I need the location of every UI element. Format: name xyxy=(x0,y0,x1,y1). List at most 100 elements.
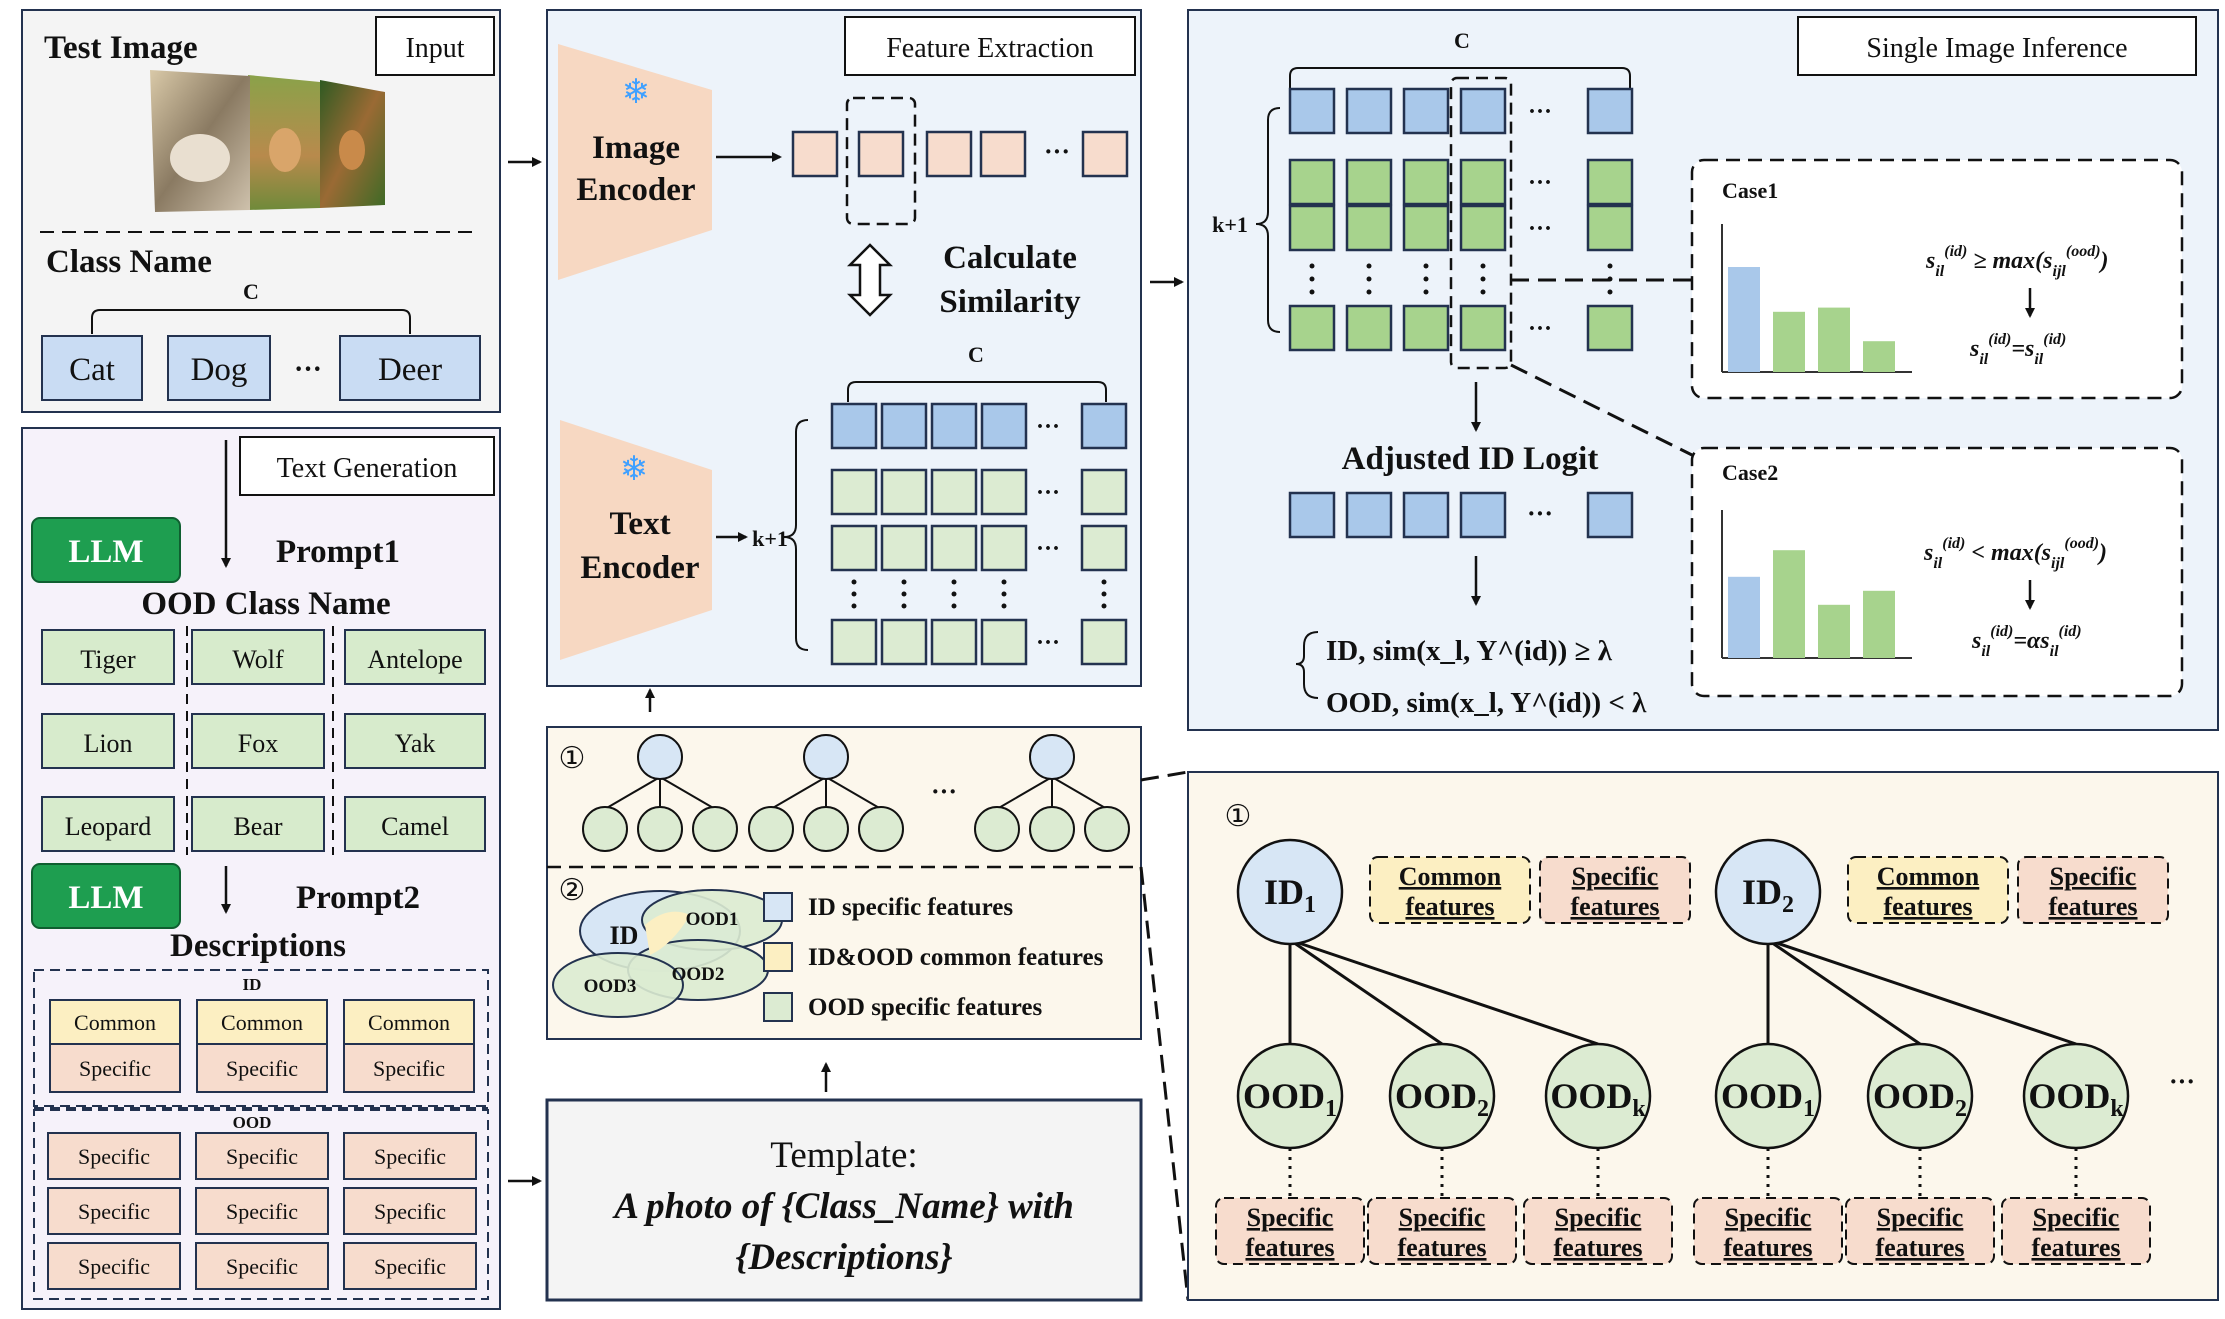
text-feature-cell xyxy=(830,524,878,572)
class-ellipsis: ··· xyxy=(294,354,322,385)
text-feature-cell xyxy=(830,468,878,516)
grid-dot xyxy=(901,579,907,585)
venn-ood2: OOD2 xyxy=(672,964,725,985)
grid-dot xyxy=(1607,263,1613,269)
id-common-1: Common xyxy=(74,1010,156,1035)
ood-specific-6: Specific xyxy=(374,1199,446,1224)
deer-shape xyxy=(339,130,365,170)
test-image-title: Test Image xyxy=(44,30,198,66)
text-feature-cell xyxy=(880,618,928,666)
grid-dot xyxy=(1309,289,1315,295)
similarity-cell xyxy=(1459,87,1507,135)
similarity-cell xyxy=(1586,87,1634,135)
grid-dot xyxy=(851,591,857,597)
tree-leaf-node xyxy=(974,806,1020,852)
ood-specific-features-box xyxy=(1523,1197,1673,1265)
ood-specific-features-box-text: Specific xyxy=(1877,1203,1964,1232)
ood-specific-9: Specific xyxy=(374,1254,446,1279)
text-feature-cell xyxy=(1080,618,1128,666)
image-feature-ellipsis: ··· xyxy=(1044,137,1070,166)
hierarchy-marker: ① xyxy=(1225,800,1252,833)
grid-dot xyxy=(1001,579,1007,585)
tree-leaf-node xyxy=(692,806,738,852)
test-image-stack xyxy=(150,70,385,212)
similarity-cell xyxy=(1586,204,1634,252)
hierarchy-edge xyxy=(1289,938,1443,1046)
snowflake-icon-2: ❄ xyxy=(620,451,649,488)
grid-dot xyxy=(951,591,957,597)
tree-legend-panel: ① ··· ② ID OOD1 OOD2 OOD3 ID specific fe… xyxy=(546,726,1142,1040)
hierarchy-panel: ① ID1CommonfeaturesSpecificfeaturesOOD1S… xyxy=(1187,771,2219,1301)
hierarchy-edge xyxy=(1767,938,1921,1046)
snowflake-icon: ❄ xyxy=(622,74,651,111)
ood-specific-features-box-text: Specific xyxy=(1247,1203,1334,1232)
similarity-cell xyxy=(1402,87,1450,135)
text-feature-ellipsis: ··· xyxy=(1036,414,1060,440)
text-gen-tag-box xyxy=(239,436,495,496)
grid-dot xyxy=(1366,263,1372,269)
text-encoder-shape xyxy=(560,420,712,660)
template-line1: A photo of {Class_Name} with xyxy=(612,1186,1074,1227)
ood-specific-features-box-text: features xyxy=(1723,1233,1812,1262)
feature-tag-box xyxy=(844,16,1136,76)
ood-class-yak: Yak xyxy=(395,729,436,758)
case1-box xyxy=(1690,158,2184,400)
grid-dot xyxy=(1101,579,1107,585)
case1-label: Case1 xyxy=(1722,178,1778,203)
ood-node-label: OOD1 xyxy=(1243,1076,1337,1122)
hierarchy-ellipsis: ··· xyxy=(2169,1067,2195,1096)
prompt2-label: Prompt2 xyxy=(296,880,420,916)
case2-label: Case2 xyxy=(1722,460,1778,485)
ood-specific-features-box xyxy=(1367,1197,1517,1265)
ood-score-bar xyxy=(1773,311,1805,372)
class-label-dog: Dog xyxy=(191,352,248,388)
image-encoder-shape xyxy=(558,44,712,280)
ood-specific-features-box-text: Specific xyxy=(1555,1203,1642,1232)
inference-similarity-grid: ············ xyxy=(1288,87,1634,352)
tree-marker-1: ① xyxy=(559,742,586,775)
specific-features-box xyxy=(1539,856,1691,924)
similarity-ellipsis: ··· xyxy=(1528,316,1552,342)
ood-class-leopard: Leopard xyxy=(65,812,152,841)
feature-tag: Feature Extraction xyxy=(886,33,1094,64)
ood-score-bar xyxy=(1863,590,1895,658)
text-feature-cell xyxy=(930,402,978,450)
text-feature-cell xyxy=(930,524,978,572)
ood-class-fox: Fox xyxy=(238,729,278,758)
similarity-cell xyxy=(1345,87,1393,135)
tree-edge xyxy=(604,776,661,810)
grid-dot xyxy=(1309,276,1315,282)
grid-dot xyxy=(901,603,907,609)
hierarchy-edge xyxy=(1767,938,2077,1046)
grid-dot xyxy=(1101,603,1107,609)
grid-dot xyxy=(1001,603,1007,609)
selected-column-highlight xyxy=(1449,76,1513,370)
similarity-ellipsis: ··· xyxy=(1528,99,1552,125)
common-features-box-text: Common xyxy=(1877,862,1980,891)
case2-box xyxy=(1690,446,2184,698)
tree-edge xyxy=(996,776,1053,810)
grid-dot xyxy=(1001,591,1007,597)
similarity-cell xyxy=(1586,304,1634,352)
grid-dot xyxy=(851,603,857,609)
text-c-label: C xyxy=(968,342,984,367)
grid-dot xyxy=(951,603,957,609)
ood-class-antelope: Antelope xyxy=(367,645,462,674)
template-title: Template: xyxy=(770,1135,917,1176)
text-encoder-line1: Text xyxy=(609,506,670,542)
ood-specific-features-box-text: Specific xyxy=(1399,1203,1486,1232)
common-features-box xyxy=(1369,856,1531,924)
inference-tag: Single Image Inference xyxy=(1866,33,2127,64)
legend-common: ID&OOD common features xyxy=(808,944,1104,971)
id-specific-2: Specific xyxy=(226,1056,298,1081)
text-feature-cell xyxy=(980,524,1028,572)
similarity-cell xyxy=(1345,204,1393,252)
text-feature-cell xyxy=(880,524,928,572)
similarity-cell xyxy=(1402,304,1450,352)
similarity-cell xyxy=(1459,304,1507,352)
ood-specific-features-box-text: features xyxy=(1875,1233,1964,1262)
double-arrow-icon xyxy=(846,243,894,317)
class-brace xyxy=(91,309,411,334)
tree-leaf-node xyxy=(582,806,628,852)
ood-class-bear: Bear xyxy=(233,812,282,841)
